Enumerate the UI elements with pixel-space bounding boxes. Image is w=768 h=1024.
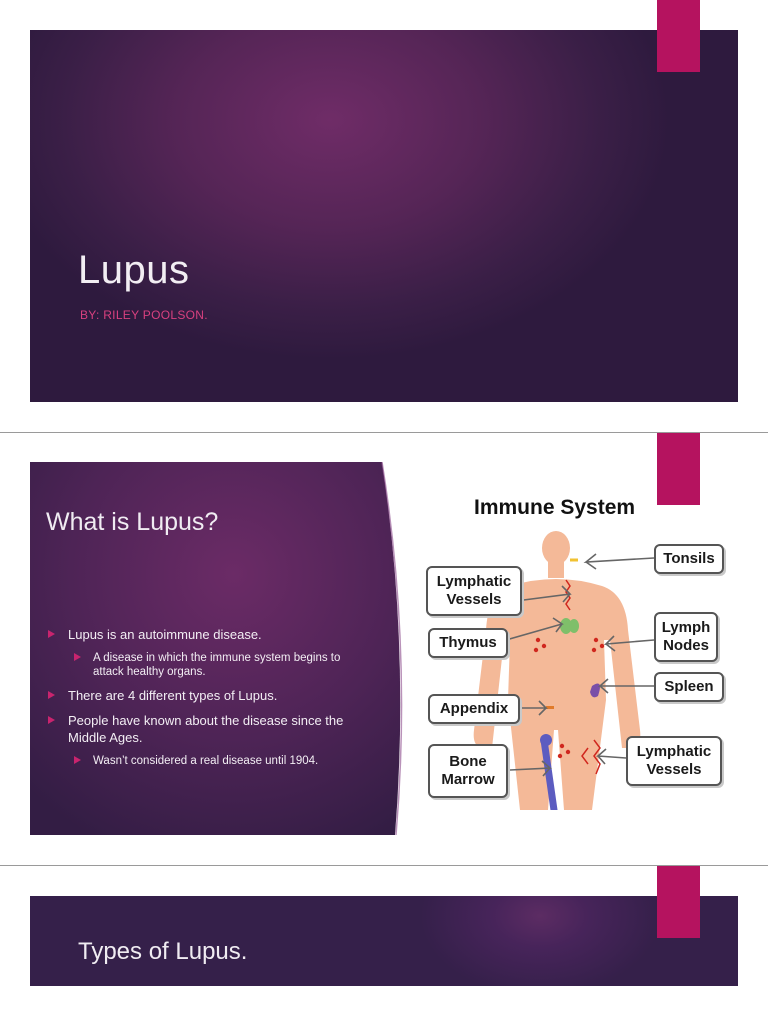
- panel-background: [30, 462, 403, 835]
- sub-bullet-item: A disease in which the immune system beg…: [48, 651, 348, 679]
- bullet-arrow-icon: [48, 630, 55, 638]
- sub-bullet-item: Wasn’t considered a real disease until 1…: [48, 754, 348, 768]
- label-thymus: Thymus: [428, 628, 508, 658]
- slide-title: What is Lupus?: [46, 508, 219, 536]
- slide-divider: [0, 432, 768, 433]
- accent-tab: [657, 433, 700, 505]
- label-appendix: Appendix: [428, 694, 520, 724]
- immune-system-diagram: Immune System Tonsils Lymphatic Vessels …: [418, 490, 728, 810]
- slide-title: Types of Lupus.: [78, 938, 248, 965]
- title-slide-background: Lupus BY: RILEY POOLSON.: [30, 30, 738, 402]
- label-lymphatic-vessels-top: Lymphatic Vessels: [426, 566, 522, 616]
- label-tonsils: Tonsils: [654, 544, 724, 574]
- slide-title: Lupus: [78, 248, 190, 292]
- bullet-arrow-icon: [48, 691, 55, 699]
- accent-tab: [657, 866, 700, 938]
- slide-subtitle: BY: RILEY POOLSON.: [80, 308, 208, 322]
- bullet-item: People have known about the disease sinc…: [48, 712, 348, 746]
- label-lymphatic-vessels-bottom: Lymphatic Vessels: [626, 736, 722, 786]
- label-bone-marrow: Bone Marrow: [428, 744, 508, 798]
- bullet-arrow-icon: [74, 653, 81, 661]
- bullet-list: Lupus is an autoimmune disease. A diseas…: [48, 626, 348, 776]
- bullet-item: Lupus is an autoimmune disease.: [48, 626, 348, 643]
- slide-1: Lupus BY: RILEY POOLSON.: [0, 0, 768, 432]
- accent-tab: [657, 0, 700, 72]
- body-illustration: [473, 531, 655, 810]
- slide-divider: [0, 865, 768, 866]
- content-panel: What is Lupus? Lupus is an autoimmune di…: [30, 462, 410, 835]
- label-lymph-nodes: Lymph Nodes: [654, 612, 718, 662]
- diagram-title: Immune System: [474, 496, 636, 519]
- bullet-arrow-icon: [74, 756, 81, 764]
- bullet-item: There are 4 different types of Lupus.: [48, 687, 348, 704]
- bullet-arrow-icon: [48, 716, 55, 724]
- label-spleen: Spleen: [654, 672, 724, 702]
- types-slide-background: Types of Lupus.: [30, 896, 738, 986]
